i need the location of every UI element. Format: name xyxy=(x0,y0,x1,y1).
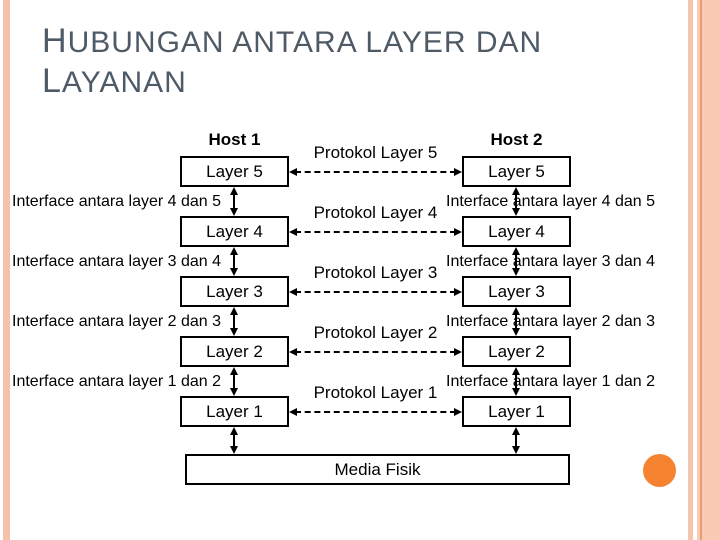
arrow-line xyxy=(233,252,235,271)
dashed-line xyxy=(295,411,456,413)
interface-label-left-4-5: Interface antara layer 4 dan 5 xyxy=(12,193,222,210)
host1-layer5-box: Layer 5 xyxy=(180,156,289,187)
arrow-line xyxy=(515,312,517,331)
dashed-line xyxy=(295,231,456,233)
arrow-line xyxy=(233,432,235,449)
host2-layer5-box: Layer 5 xyxy=(462,156,571,187)
arrow-line xyxy=(233,372,235,391)
host2-layer3-box: Layer 3 xyxy=(462,276,571,307)
left-border-stripe xyxy=(3,0,10,540)
arrow-line xyxy=(233,192,235,211)
dashed-line xyxy=(295,351,456,353)
protocol-arrow-layer4 xyxy=(289,226,462,238)
vertical-arrow-host1-4-3 xyxy=(228,247,240,276)
protocol-label-layer3: Protokol Layer 3 xyxy=(313,263,438,282)
interface-label-right-3-4: Interface antara layer 3 dan 4 xyxy=(446,253,656,270)
right-border-stripe-band xyxy=(697,0,720,540)
vertical-arrow-host1-5-4 xyxy=(228,187,240,216)
arrow-line xyxy=(233,312,235,331)
dashed-line xyxy=(295,171,456,173)
host2-layer1-box: Layer 1 xyxy=(462,396,571,427)
media-fisik-box: Media Fisik xyxy=(185,454,570,485)
interface-label-right-2-3: Interface antara layer 2 dan 3 xyxy=(446,313,656,330)
arrow-line xyxy=(515,372,517,391)
host2-layer4-box: Layer 4 xyxy=(462,216,571,247)
host2-layer2-box: Layer 2 xyxy=(462,336,571,367)
host1-layer3-box: Layer 3 xyxy=(180,276,289,307)
protocol-arrow-layer1 xyxy=(289,406,462,418)
arrow-line xyxy=(515,192,517,211)
host1-label: Host 1 xyxy=(208,130,261,149)
vertical-arrow-host2-5-4 xyxy=(510,187,522,216)
right-border-stripe-narrow xyxy=(688,0,693,540)
protocol-label-layer1: Protokol Layer 1 xyxy=(313,383,438,402)
interface-label-left-3-4: Interface antara layer 3 dan 4 xyxy=(12,253,222,270)
protocol-arrow-layer5 xyxy=(289,166,462,178)
vertical-arrow-host2-2-1 xyxy=(510,367,522,396)
interface-label-left-1-2: Interface antara layer 1 dan 2 xyxy=(12,373,222,390)
right-border-accent-line xyxy=(700,0,702,540)
slide-title: HUBUNGAN ANTARA LAYER DAN LAYANAN xyxy=(42,22,662,102)
vertical-arrow-host2-3-2 xyxy=(510,307,522,336)
protocol-label-layer2: Protokol Layer 2 xyxy=(313,323,438,342)
vertical-arrow-host1-3-2 xyxy=(228,307,240,336)
host1-layer4-box: Layer 4 xyxy=(180,216,289,247)
interface-label-left-2-3: Interface antara layer 2 dan 3 xyxy=(12,313,222,330)
vertical-arrow-host1-media xyxy=(228,427,240,454)
protocol-arrow-layer2 xyxy=(289,346,462,358)
dashed-line xyxy=(295,291,456,293)
vertical-arrow-host1-2-1 xyxy=(228,367,240,396)
host1-layer2-box: Layer 2 xyxy=(180,336,289,367)
protocol-arrow-layer3 xyxy=(289,286,462,298)
slide-title-line2: LAYANAN xyxy=(42,62,187,100)
interface-label-right-4-5: Interface antara layer 4 dan 5 xyxy=(446,193,656,210)
arrow-line xyxy=(515,432,517,449)
interface-label-right-1-2: Interface antara layer 1 dan 2 xyxy=(446,373,656,390)
decorative-circle xyxy=(643,454,676,487)
protocol-label-layer5: Protokol Layer 5 xyxy=(313,143,438,162)
arrow-line xyxy=(515,252,517,271)
host2-label: Host 2 xyxy=(490,130,543,149)
slide-title-line1: HUBUNGAN ANTARA LAYER DAN xyxy=(42,22,543,60)
protocol-label-layer4: Protokol Layer 4 xyxy=(313,203,438,222)
vertical-arrow-host2-media xyxy=(510,427,522,454)
host1-layer1-box: Layer 1 xyxy=(180,396,289,427)
vertical-arrow-host2-4-3 xyxy=(510,247,522,276)
